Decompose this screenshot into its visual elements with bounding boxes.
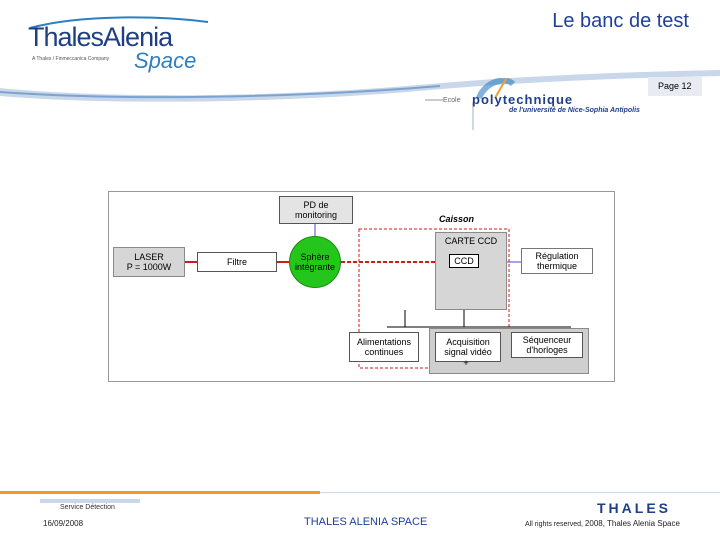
power-supplies-box: Alimentations continues — [349, 332, 419, 362]
footer-rights-year: 2008, Thales Alenia Space — [584, 519, 680, 528]
poly-ecole-label: Ecole — [443, 97, 461, 104]
test-bench-diagram: PD de monitoring Caisson LASER P = 1000W… — [108, 191, 615, 382]
header-swoosh — [0, 70, 720, 102]
pd-monitoring-box: PD de monitoring — [279, 196, 353, 224]
page-number: Page 12 — [648, 77, 702, 96]
caisson-outline — [358, 228, 510, 369]
thermal-regulation-box: Régulation thermique — [521, 248, 593, 274]
poly-wordmark: polytechnique — [472, 92, 574, 107]
filter-box: Filtre — [197, 252, 277, 272]
footer-service: Service Détection — [60, 504, 115, 511]
laser-box: LASER P = 1000W — [113, 247, 185, 277]
ccd-card-box: CARTE CCD — [435, 232, 507, 310]
footer-rights: All rights reserved, 2008, Thales Alenia… — [525, 519, 680, 528]
logo-tagline: A Thales / Finmeccanica Company — [32, 56, 110, 62]
thales-alenia-space-logo: ThalesAlenia A Thales / Finmeccanica Com… — [22, 16, 209, 73]
polytechnique-emblem-icon — [425, 78, 516, 130]
polytechnique-logo: Ecole polytechnique de l'université de N… — [425, 78, 655, 130]
integrating-sphere: Sphère intégrante — [289, 236, 341, 288]
footer-company: THALES ALENIA SPACE — [304, 516, 428, 528]
plus-sign: + — [463, 358, 469, 368]
ccd-sensor-box: CCD — [449, 254, 479, 268]
video-acquisition-box: Acquisition signal vidéo — [435, 332, 501, 362]
clock-sequencer-box: Séquenceur d'horloges — [511, 332, 583, 358]
caisson-label: Caisson — [439, 214, 475, 224]
logo-wordmark: ThalesAlenia — [28, 22, 173, 52]
poly-subtitle: de l'université de Nice-Sophia Antipolis — [509, 107, 640, 114]
footer-divider — [0, 491, 720, 503]
thales-logo: THALES — [597, 500, 671, 516]
footer-date: 16/09/2008 — [43, 519, 84, 528]
logo-arc-icon — [29, 16, 209, 29]
slide-title: Le banc de test — [552, 10, 689, 32]
footer-rights-text: All rights reserved, — [525, 521, 583, 528]
logo-space-text: Space — [134, 48, 197, 73]
